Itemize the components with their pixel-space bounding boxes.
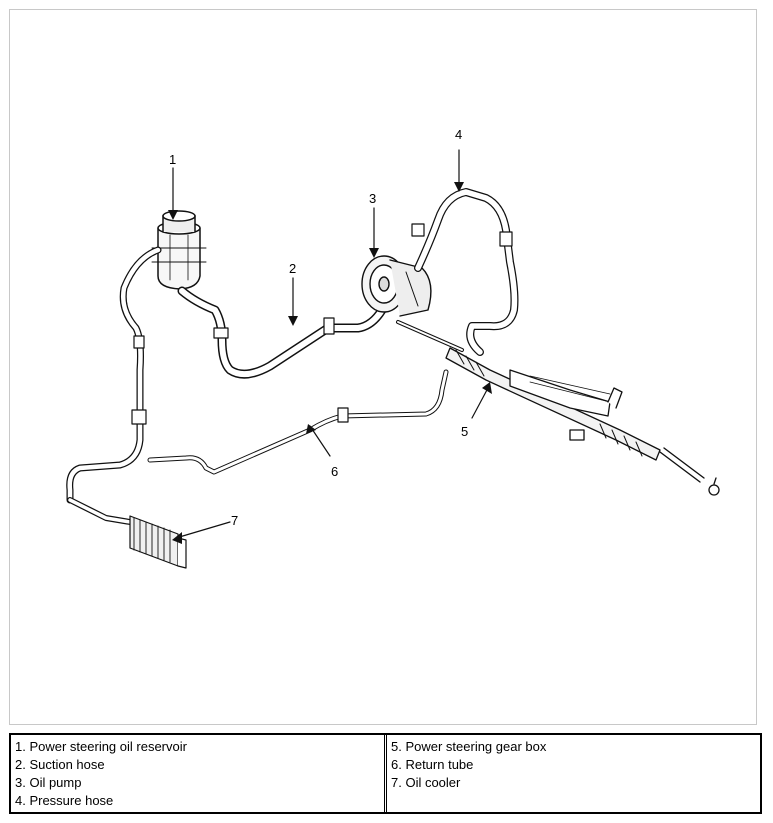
callout-5: 5 bbox=[461, 424, 469, 439]
power-steering-system-drawing bbox=[66, 149, 720, 569]
oil-reservoir bbox=[151, 210, 207, 290]
legend-column-right: 5. Power steering gear box 6. Return tub… bbox=[384, 735, 760, 812]
legend-item: 1. Power steering oil reservoir bbox=[15, 739, 187, 754]
legend-item: 4. Pressure hose bbox=[15, 793, 114, 808]
legend-item: 7. Oil cooler bbox=[391, 775, 461, 790]
gear-box bbox=[445, 347, 720, 496]
legend-item: 6. Return tube bbox=[391, 757, 474, 772]
callout-4: 4 bbox=[455, 127, 463, 142]
legend-column-left: 1. Power steering oil reservoir 2. Sucti… bbox=[11, 735, 384, 812]
legend-item: 3. Oil pump bbox=[15, 775, 82, 790]
callout-1: 1 bbox=[169, 152, 177, 167]
diagram-panel: 1 2 3 4 5 6 7 bbox=[9, 9, 757, 725]
legend-item: 5. Power steering gear box bbox=[391, 739, 547, 754]
oil-cooler bbox=[67, 497, 187, 569]
leader-arrowheads bbox=[168, 182, 492, 544]
callout-6: 6 bbox=[331, 464, 339, 479]
callout-7: 7 bbox=[231, 513, 239, 528]
callout-2: 2 bbox=[289, 261, 297, 276]
parts-legend-table: 1. Power steering oil reservoir 2. Sucti… bbox=[9, 733, 762, 814]
oil-pump bbox=[361, 255, 432, 317]
legend-item: 2. Suction hose bbox=[15, 757, 105, 772]
callout-3: 3 bbox=[369, 191, 377, 206]
